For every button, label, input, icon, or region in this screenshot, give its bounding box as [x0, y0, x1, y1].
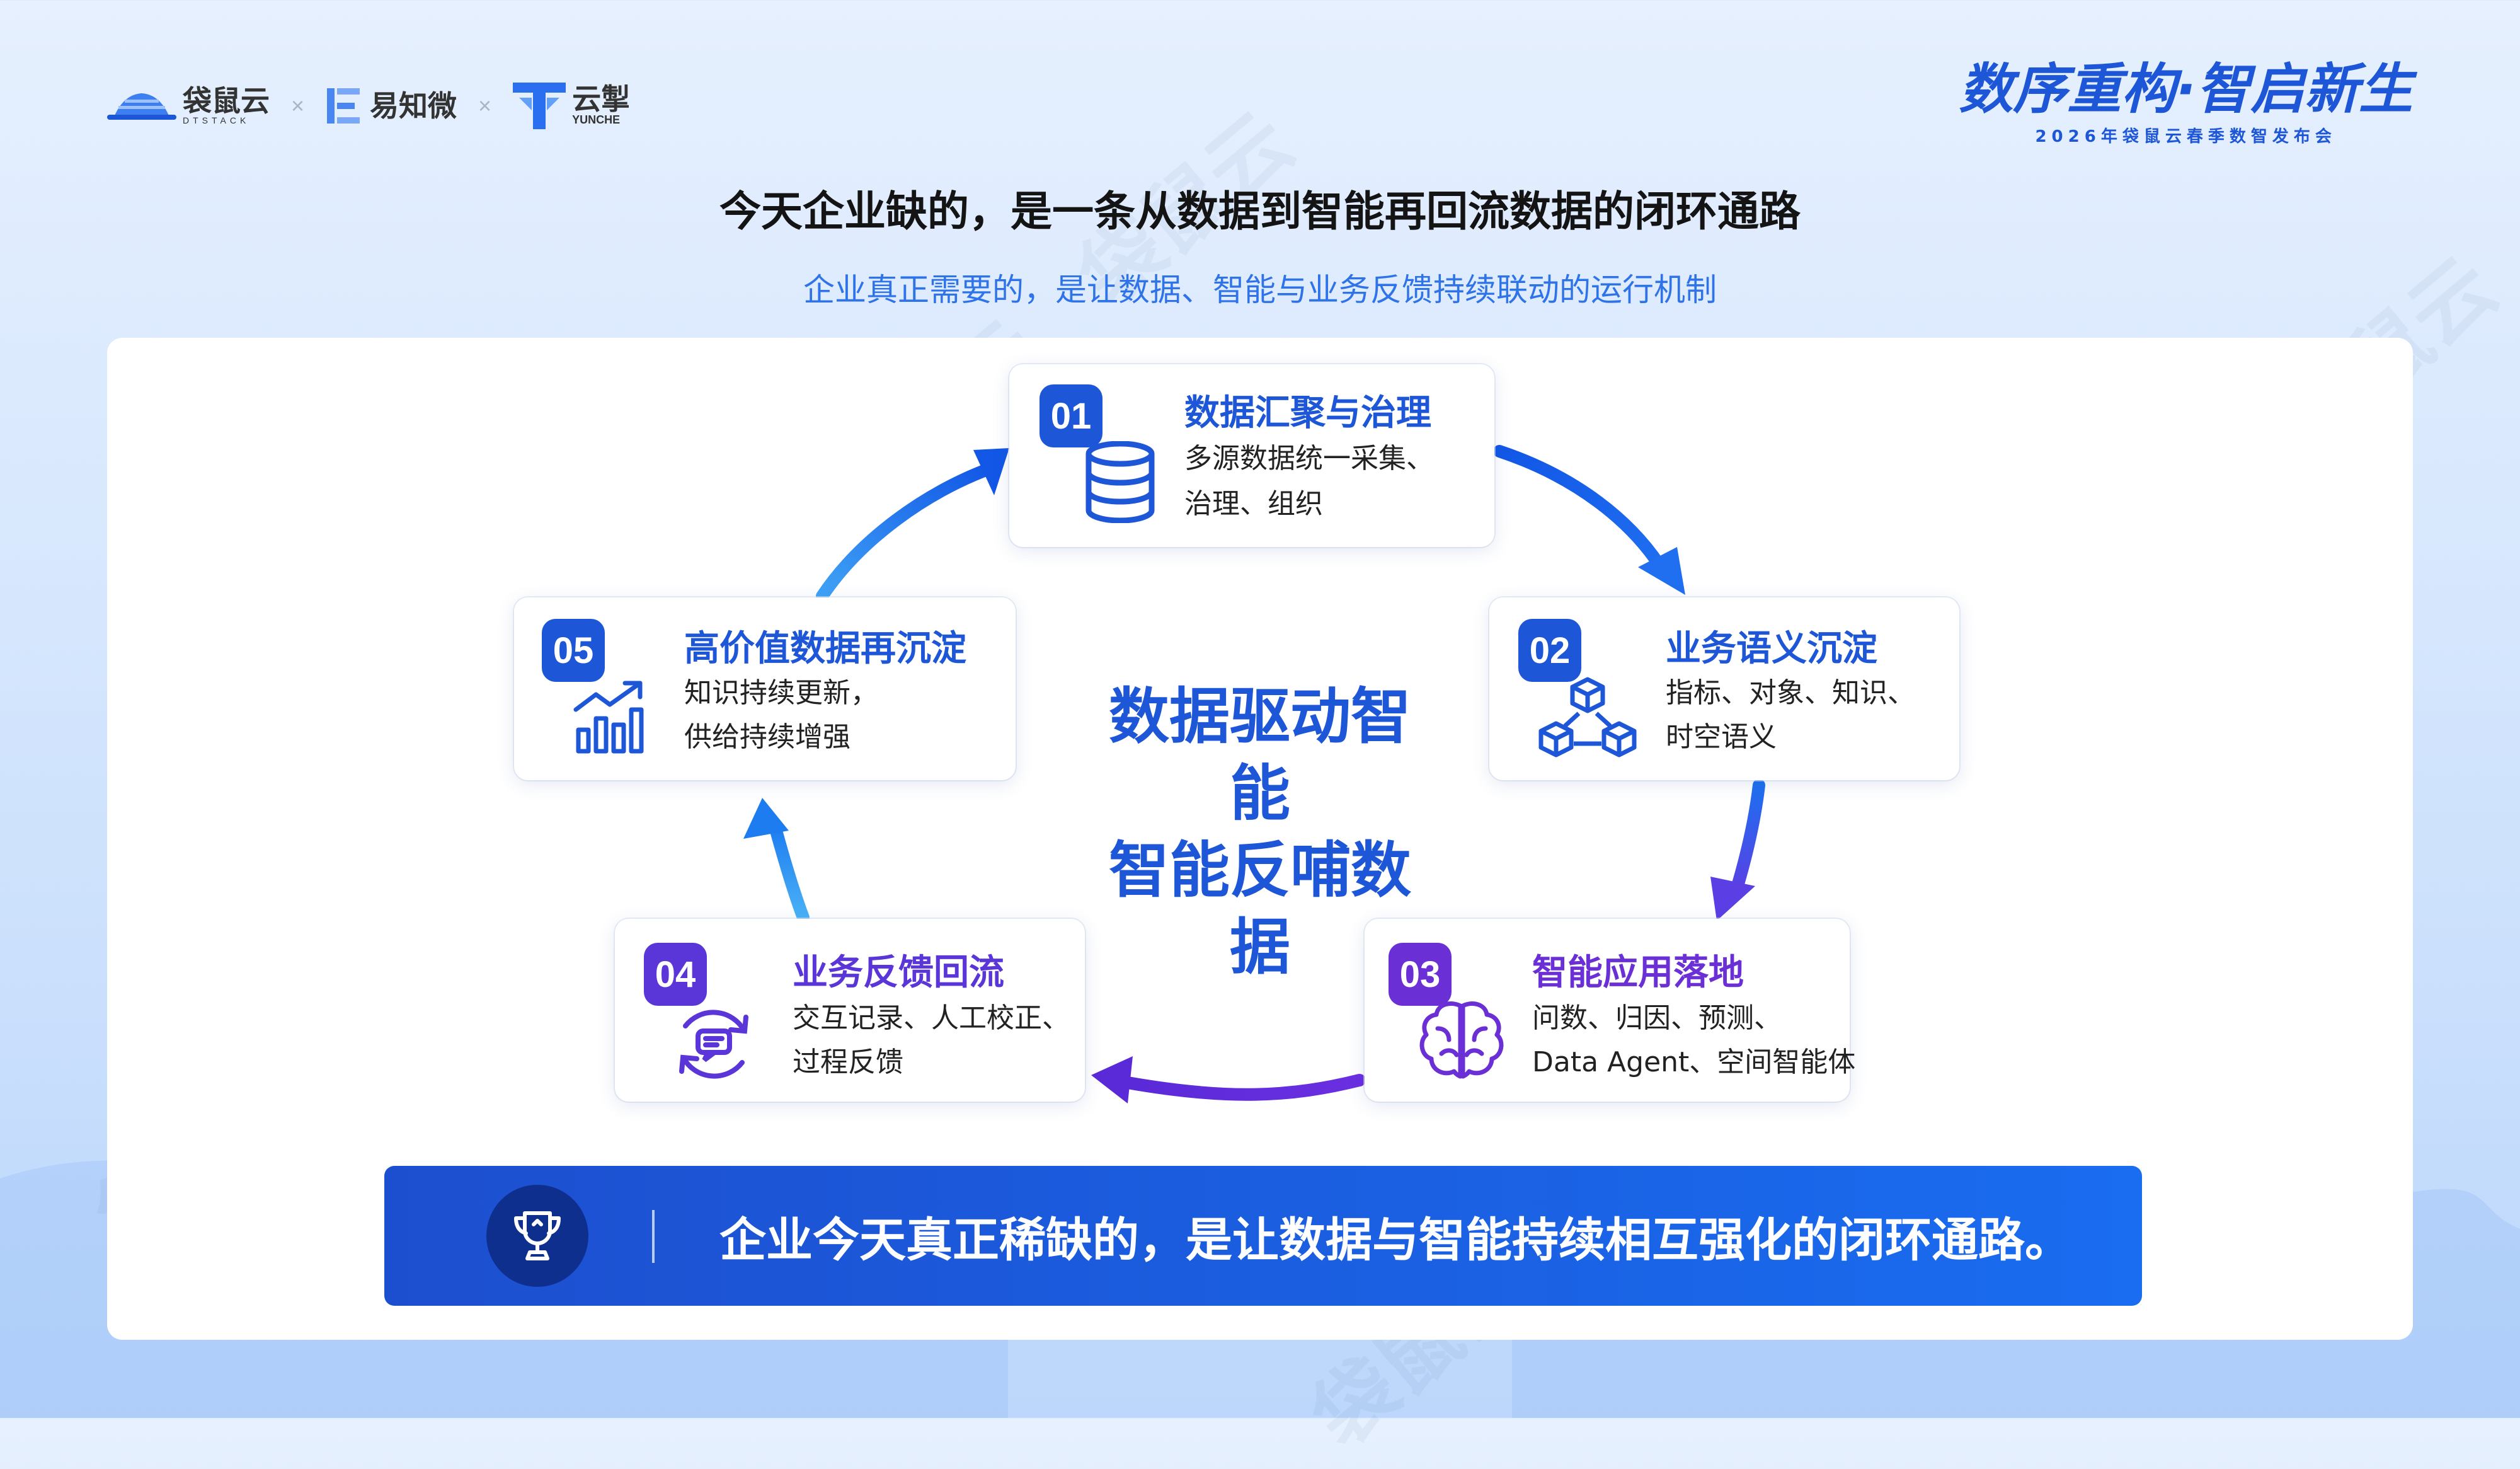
step-number-badge: 02 [1518, 619, 1581, 682]
arrow-02-to-03 [1710, 779, 1765, 921]
step-number-badge: 04 [644, 943, 707, 1006]
cycle-arrows [743, 445, 1765, 1103]
database-icon [1085, 441, 1155, 523]
dtstack-logo-icon [107, 93, 176, 120]
center-line-1: 数据驱动智能 [1109, 681, 1411, 829]
dtstack-logo: 袋鼠云 DTSTACK [107, 86, 270, 125]
step-title: 数据汇聚与治理 [1184, 393, 1431, 434]
yunche-logo-text: 云掣 [572, 82, 631, 116]
cycle-center-text: 数据驱动智能 智能反哺数据 [1084, 678, 1436, 986]
step-desc-line1: 交互记录、人工校正、 [793, 1002, 1070, 1034]
easyv-logo-text: 易知微 [370, 88, 457, 123]
step-desc-line2: 过程反馈 [793, 1046, 903, 1078]
step-desc-line1: 指标、对象、知识、 [1666, 677, 1915, 709]
brain-icon [1419, 1001, 1504, 1079]
step-title: 高价值数据再沉淀 [684, 628, 966, 669]
step-card-03: 03 智能应用落地 问数、归因、预测、 Data Agent、空间智能体 [1365, 919, 1855, 1102]
arrow-05-to-01 [816, 448, 1009, 602]
feedback-cycle-icon [679, 1010, 748, 1079]
step-title: 业务反馈回流 [793, 952, 1004, 993]
step-number-badge: 03 [1389, 943, 1452, 1006]
page-subtitle: 企业真正需要的，是让数据、智能与业务反馈持续联动的运行机制 [803, 272, 1717, 308]
arrow-01-to-02 [1493, 445, 1685, 595]
event-logo: 数序重构·智启新生 2026年袋鼠云春季数智发布会 [1959, 60, 2413, 147]
conclusion-banner: 企业今天真正稀缺的，是让数据与智能持续相互强化的闭环通路。 [384, 1166, 2142, 1306]
conclusion-text: 企业今天真正稀缺的，是让数据与智能持续相互强化的闭环通路。 [719, 1213, 2071, 1267]
dtstack-logo-text: 袋鼠云 [183, 83, 270, 118]
times-symbol: × [478, 92, 492, 118]
cubes-network-icon [1538, 677, 1637, 758]
step-desc-line2: 时空语义 [1666, 721, 1777, 753]
step-desc-line1: 问数、归因、预测、 [1532, 1002, 1782, 1034]
step-desc-line1: 多源数据统一采集、 [1184, 442, 1434, 475]
dtstack-logo-subtext: DTSTACK [183, 115, 250, 125]
step-desc-line2: Data Agent、空间智能体 [1532, 1046, 1856, 1078]
banner-divider [652, 1210, 655, 1263]
step-card-04: 04 业务反馈回流 交互记录、人工校正、 过程反馈 [615, 919, 1085, 1102]
center-line-2: 智能反哺数据 [1109, 835, 1411, 982]
arrow-03-to-04 [1091, 1056, 1366, 1103]
step-desc-line2: 供给持续增强 [684, 721, 850, 753]
times-symbol: × [291, 92, 305, 118]
step-title: 智能应用落地 [1532, 952, 1744, 993]
trophy-icon-svg [514, 1211, 561, 1260]
step-number-badge: 01 [1040, 384, 1102, 447]
page-title: 今天企业缺的，是一条从数据到智能再回流数据的闭环通路 [719, 187, 1801, 236]
event-subtitle: 2026年袋鼠云春季数智发布会 [2035, 127, 2337, 146]
arrow-04-to-05 [743, 798, 810, 924]
step-card-01: 01 数据汇聚与治理 多源数据统一采集、 治理、组织 [1009, 364, 1494, 547]
yunche-logo-subtext: YUNCHE [572, 113, 621, 126]
step-number-badge: 05 [542, 619, 605, 682]
partner-logos: 袋鼠云 DTSTACK × 易知微 × 云掣 YUNCHE [107, 82, 630, 129]
yunche-logo-icon [513, 82, 566, 129]
step-card-05: 05 高价值数据再沉淀 知识持续更新， 供给持续增强 [514, 597, 1016, 780]
easyv-logo: 易知微 [326, 86, 457, 126]
yunche-logo: 云掣 YUNCHE [513, 82, 631, 129]
trophy-icon [486, 1185, 588, 1287]
step-desc-line2: 治理、组织 [1184, 488, 1323, 520]
step-desc-line1: 知识持续更新， [684, 677, 878, 709]
growth-chart-icon [573, 681, 644, 754]
step-title: 业务语义沉淀 [1666, 628, 1877, 669]
step-card-02: 02 业务语义沉淀 指标、对象、知识、 时空语义 [1489, 597, 1959, 780]
easyv-logo-icon [327, 88, 360, 124]
event-title: 数序重构·智启新生 [1959, 58, 2413, 121]
